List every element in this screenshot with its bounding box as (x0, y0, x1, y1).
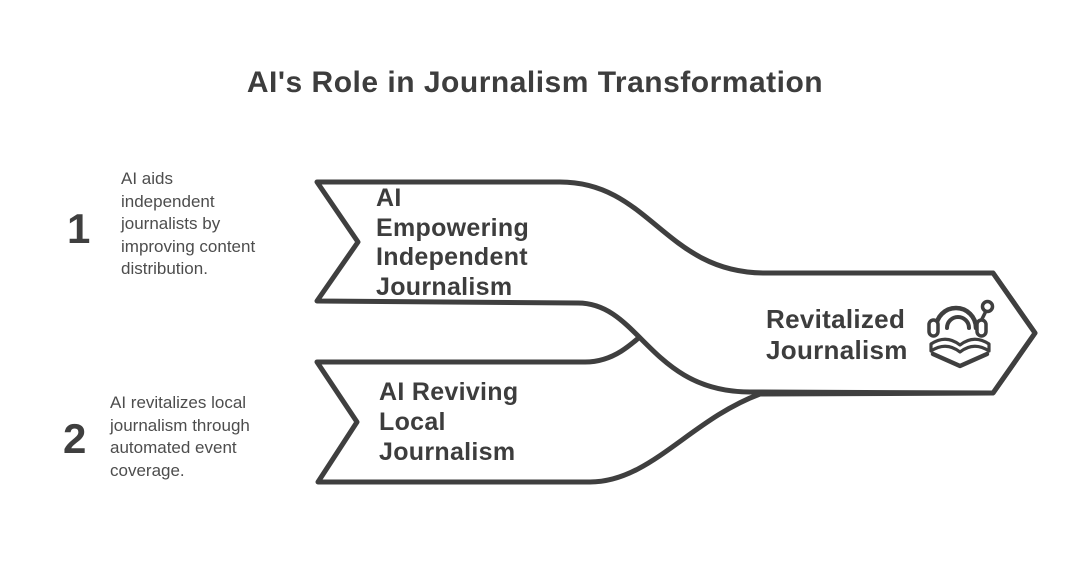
step-1-number: 1 (67, 205, 91, 252)
step-2-number: 2 (63, 415, 87, 462)
head-inner-arc-icon (945, 315, 971, 330)
step-2-description: AI revitalizes local journalism through … (110, 393, 250, 480)
independent-journalism-band (314, 179, 1038, 396)
diagram-title: AI's Role in Journalism Transformation (246, 66, 824, 99)
arrow-2-label: AI Reviving Local Journalism (379, 378, 519, 466)
result-label: Revitalized Journalism (766, 304, 908, 365)
open-book-icon (929, 337, 991, 354)
book-pages-chevron-icon (930, 351, 990, 369)
left-earcup-icon (927, 318, 940, 338)
antenna-ball-icon (980, 299, 995, 314)
arrow-1-label: AI Empowering Independent Journalism (376, 184, 530, 301)
right-earcup-icon (975, 318, 988, 338)
headphones-open-book-icon (927, 299, 995, 369)
step-1-description: AI aids independent journalists by impro… (121, 169, 256, 278)
